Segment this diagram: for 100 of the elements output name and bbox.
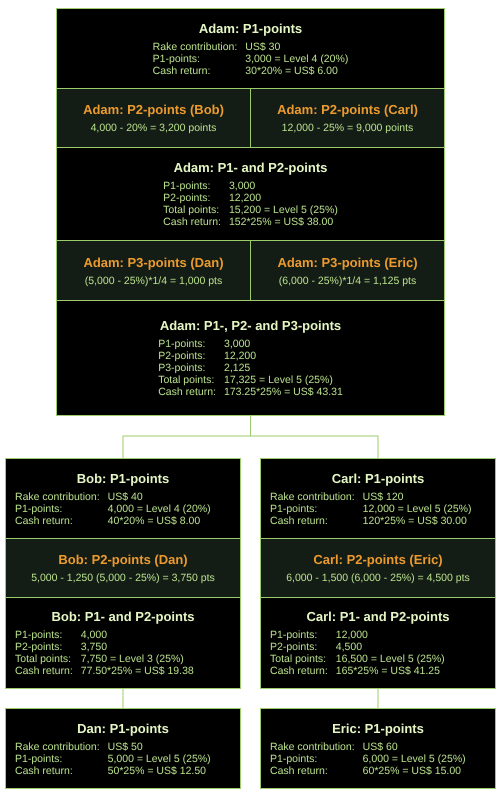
row-label: Cash return: [15,514,74,526]
row-value: 40*20% = US$ 8.00 [108,514,202,526]
points-panel [250,88,445,148]
points-panel [260,538,496,598]
points-card [5,458,241,539]
row-label: P1-points: [15,502,64,514]
card-heading: Adam: P1-, P2- and P3-points [160,318,342,333]
row-label: Cash return: [163,216,221,228]
card-heading: Bob: P2-points (Dan) [58,552,188,567]
row-value: 173.25*25% = US$ 43.31 [224,386,343,398]
row-value: 16,500 = Level 5 (25%) [336,653,445,665]
row-label: Rake contribution: [270,490,355,502]
card-heading: Adam: P2-points (Bob) [83,102,224,117]
card-heading: Adam: P1-points [198,20,302,36]
row-label: P2-points: [15,641,64,653]
points-formula: 12,000 - 25% = 9,000 points [282,122,414,134]
points-card [56,300,445,416]
row-value: 30*20% = US$ 6.00 [245,64,339,76]
card-heading: Dan: P1-points [77,720,169,736]
card-heading: Carl: P1- and P2-points [306,609,450,624]
row-label: P1-points: [270,502,318,514]
points-card [260,708,496,789]
row-value: 165*25% = US$ 41.25 [336,665,441,677]
card-heading: Bob: P1-points [76,470,170,486]
card-heading: Carl: P1-points [332,470,424,486]
points-formula: (6,000 - 25%)*1/4 = 1,125 pts [278,274,416,286]
row-label: Cash return: [270,665,328,677]
card-heading: Bob: P1- and P2-points [52,609,194,624]
row-value: 152*25% = US$ 38.00 [228,216,334,228]
row-label: Cash return: [270,764,329,776]
row-label: Total points: [163,204,220,216]
row-value: 3,000 = Level 4 (20%) [245,52,348,64]
row-label: Cash return: [15,764,74,776]
row-value: 6,000 = Level 5 (25%) [362,752,466,764]
row-label: P1-points: [15,629,64,641]
card-heading: Carl: P2-points (Eric) [313,552,443,567]
points-formula: (5,000 - 25%)*1/4 = 1,000 pts [84,274,222,286]
row-value: US$ 30 [245,40,282,52]
points-card [5,708,241,789]
points-card [56,147,445,241]
points-card [56,8,445,89]
row-value: 12,200 [228,192,262,204]
points-panel [56,88,251,148]
row-value: 60*25% = US$ 15.00 [362,764,462,776]
row-label: Total points: [270,653,328,665]
row-value: US$ 60 [362,740,399,752]
row-label: P2-points: [163,192,212,204]
card-heading: Adam: P2-points (Carl) [277,102,418,117]
row-value: 12,000 = Level 5 (25%) [362,502,472,514]
row-value: 7,750 = Level 3 (25%) [80,653,185,665]
card-heading: Adam: P3-points (Eric) [277,254,418,270]
row-value: US$ 120 [362,490,405,502]
points-formula: 5,000 - 1,250 (5,000 - 25%) = 3,750 pts [31,572,215,584]
row-label: P1-points: [158,338,206,350]
points-panel [56,240,251,301]
row-value: 17,325 = Level 5 (25%) [224,374,334,386]
row-value: 4,000 [80,629,108,641]
row-label: P1-points: [270,629,318,641]
row-label: Total points: [15,653,72,665]
row-label: P1-points: [15,752,64,764]
row-value: 5,000 = Level 5 (25%) [108,752,211,764]
row-label: P1-points: [270,752,318,764]
card-heading: Eric: P1-points [332,720,424,736]
row-value: 15,200 = Level 5 (25%) [228,204,338,216]
row-value: 12,000 [336,629,369,641]
row-label: P2-points: [270,641,318,653]
card-heading: Adam: P1- and P2-points [174,160,328,175]
row-label: Rake contribution: [152,40,238,52]
row-label: P2-points: [158,350,206,362]
row-label: Rake contribution: [15,490,100,502]
row-value: 2,125 [224,362,252,374]
points-panel [250,240,445,301]
connector-line [250,416,378,458]
points-card [260,458,496,539]
row-label: Cash return: [152,64,212,76]
row-label: P3-points: [158,362,206,374]
row-label: Rake contribution: [270,740,355,752]
row-value: 3,750 [80,641,108,653]
row-label: Total points: [158,374,216,386]
row-value: 4,000 = Level 4 (20%) [108,502,211,514]
card-heading: Adam: P3-points (Dan) [83,254,224,270]
row-value: 4,500 [336,641,364,653]
row-value: 12,200 [224,350,258,362]
row-label: P1-points: [152,52,201,64]
row-label: Rake contribution: [15,740,100,752]
points-panel [5,538,241,598]
row-label: Cash return: [15,665,73,677]
row-label: Cash return: [270,514,329,526]
row-value: US$ 50 [108,740,144,752]
row-value: 3,000 [224,338,252,350]
points-formula: 4,000 - 20% = 3,200 points [90,122,216,134]
row-label: P1-points: [163,180,212,192]
row-value: 50*25% = US$ 12.50 [108,764,208,776]
points-card [260,597,496,689]
row-value: US$ 40 [108,490,144,502]
row-value: 77.50*25% = US$ 19.38 [80,665,194,677]
row-label: Cash return: [158,386,216,398]
row-value: 3,000 [228,180,256,192]
connector-line [122,688,124,708]
row-value: 120*25% = US$ 30.00 [362,514,468,526]
